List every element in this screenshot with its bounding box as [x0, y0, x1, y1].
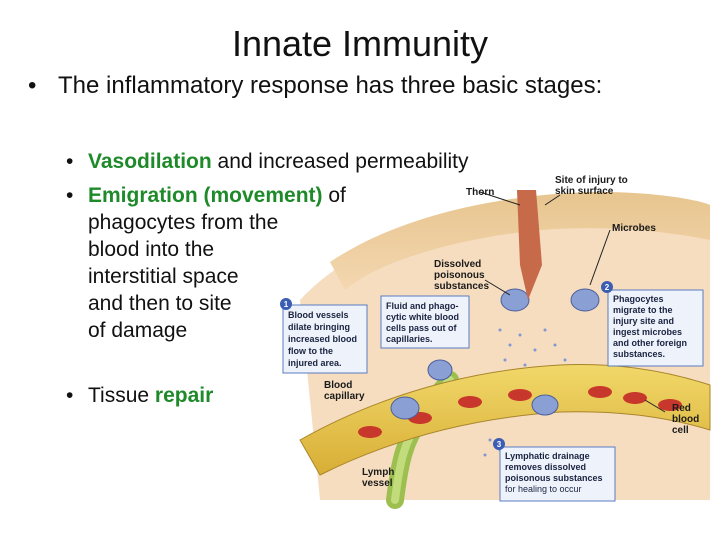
- red-blood-cell-icon: [623, 392, 647, 404]
- svg-text:Lymphatic drainage rem: Lymphatic drainage removes dissolved poi…: [505, 451, 605, 494]
- slide-title: Innate Immunity: [231, 23, 489, 64]
- intro-bullet: • The inflammatory response has three ba…: [28, 70, 648, 101]
- stage-2-line: interstitial space: [88, 265, 239, 288]
- red-blood-cell-icon: [508, 389, 532, 401]
- red-blood-cell-icon: [588, 386, 612, 398]
- stage-2-line: blood into the: [88, 238, 215, 261]
- stage-1: • Vasodilation and increased permeabilit…: [66, 150, 469, 173]
- leader-lines: [484, 194, 666, 413]
- phagocyte-icon: [570, 288, 600, 312]
- badge-2: [601, 281, 613, 293]
- stage-3-prefix: Tissue: [88, 384, 155, 407]
- svg-text:1: 1: [284, 300, 289, 309]
- red-blood-cell-icon: [658, 399, 682, 411]
- stage-1-highlight: Vasodilation: [88, 150, 212, 173]
- stage-2-line: of damage: [88, 319, 188, 342]
- red-blood-cell-label: Red blood cell: [672, 403, 702, 436]
- stage-box-3: 3 Lymphatic drainage removes dissolved p…: [493, 438, 616, 502]
- bullet-dot: •: [28, 72, 37, 99]
- phagocytes: [390, 288, 600, 420]
- stage-2-line: and then to site: [88, 292, 232, 315]
- site-of-injury-label: Site of injury to skin surface: [555, 175, 631, 197]
- svg-text:2: 2: [605, 283, 610, 292]
- phagocyte-icon: [427, 359, 453, 381]
- svg-text:Phagocytes migrate to: Phagocytes migrate to the injury site an…: [613, 294, 690, 359]
- red-blood-cell-icon: [358, 426, 382, 438]
- svg-text:Blood vessels dilate b: Blood vessels dilate bringing increased …: [288, 310, 360, 368]
- stage-box-1: 1 Blood vessels dilate bringing increase…: [280, 298, 368, 374]
- stage-3: • Tissue repair: [66, 384, 214, 407]
- phagocyte-icon: [390, 396, 420, 420]
- stage-1-rest: and increased permeability: [211, 150, 469, 173]
- stage-box-2: 2 Phagocytes migrate to the injury site …: [601, 281, 704, 367]
- intro-text: The inflammatory response has three basi…: [58, 72, 603, 99]
- svg-text:3: 3: [497, 440, 502, 449]
- red-blood-cell-icon: [458, 396, 482, 408]
- lymph-vessel-label: Lymph vessel: [362, 467, 397, 489]
- badge-3: [493, 438, 505, 450]
- stage-2-line: phagocytes from the: [88, 211, 279, 234]
- stage-3-highlight: repair: [154, 384, 214, 407]
- blood-capillary: [299, 364, 711, 476]
- thorn-label: Thorn: [466, 187, 494, 198]
- stage-2-highlight: Emigration (movement): [88, 184, 323, 207]
- phagocyte-icon: [531, 394, 559, 416]
- stage-2-rest: of: [322, 184, 346, 207]
- badge-1: [280, 298, 292, 310]
- svg-text:Fluid and phago- cytic: Fluid and phago- cytic white blood cells…: [386, 301, 462, 344]
- stage-2: • Emigration (movement) of phagocytes fr…: [66, 184, 346, 342]
- microbes-label: Microbes: [612, 223, 656, 234]
- blood-capillary-label: Blood capillary: [324, 380, 365, 402]
- stage-box-fluid: Fluid and phago- cytic white blood cells…: [380, 295, 470, 349]
- dissolved-substances-dots: [483, 328, 567, 457]
- phagocyte-icon: [500, 288, 530, 312]
- dissolved-label: Dissolved poisonous substances: [434, 259, 489, 292]
- thorn-icon: [479, 190, 542, 300]
